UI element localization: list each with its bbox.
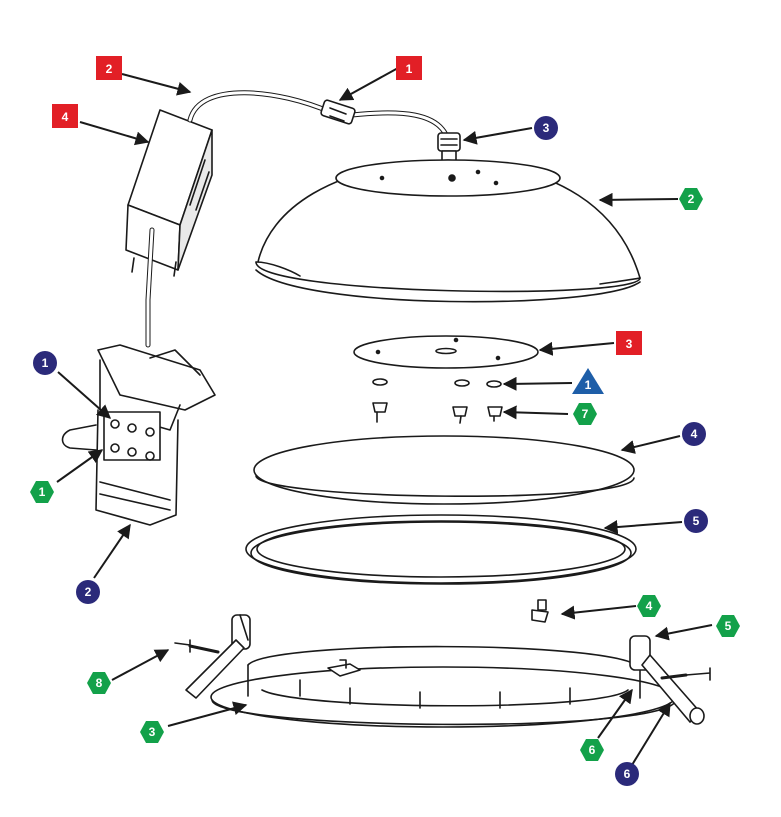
- callout-red-4: 4: [52, 104, 78, 128]
- callout-green-7: 7: [573, 403, 597, 425]
- callout-green-6: 6: [580, 739, 604, 761]
- dome-housing: [255, 159, 641, 303]
- callout-blue-4: 4: [682, 422, 706, 446]
- led-driver-box: [125, 109, 213, 277]
- red-callouts: 1 2 3 4: [52, 56, 642, 355]
- callout-green-2-label: 2: [688, 192, 695, 206]
- gasket-ring: [245, 514, 637, 585]
- diffuser-lens: [253, 435, 635, 505]
- callout-blue-1-label: 1: [42, 356, 49, 370]
- callout-triangle-1: 1: [572, 368, 604, 394]
- callout-green-6-label: 6: [589, 743, 596, 757]
- callout-green-1: 1: [30, 481, 54, 503]
- callout-green-8-label: 8: [96, 676, 103, 690]
- callout-blue-5-label: 5: [693, 514, 700, 528]
- callout-red-1-label: 1: [406, 62, 413, 76]
- callout-red-4-label: 4: [62, 110, 69, 124]
- callout-blue-1: 1: [33, 351, 57, 375]
- callout-triangle-1-label: 1: [585, 378, 592, 392]
- plate-screws: [372, 402, 503, 424]
- terminal-block: [61, 344, 216, 526]
- spring-clip-right: [629, 635, 705, 725]
- callout-green-1-label: 1: [39, 485, 46, 499]
- callout-green-7-label: 7: [582, 407, 589, 421]
- callout-blue-3: 3: [534, 116, 558, 140]
- callout-green-3: 3: [140, 721, 164, 743]
- side-screw-left: [174, 639, 220, 654]
- mounting-plate: [353, 335, 539, 369]
- callout-blue-2-label: 2: [85, 585, 92, 599]
- callout-red-3-label: 3: [626, 337, 633, 351]
- callout-blue-6: 6: [615, 762, 639, 786]
- cable-connector: [320, 99, 356, 125]
- callout-red-2-label: 2: [106, 62, 113, 76]
- callout-green-3-label: 3: [149, 725, 156, 739]
- leader-arrows: [56, 67, 713, 766]
- callout-blue-5: 5: [684, 509, 708, 533]
- bezel-frame: [210, 645, 677, 728]
- triangle-callouts: 1: [572, 368, 604, 394]
- bezel-nut: [531, 599, 549, 623]
- power-cable: [145, 90, 451, 348]
- callout-green-2: 2: [679, 188, 703, 210]
- nuts: [372, 378, 502, 388]
- callout-red-3: 3: [616, 331, 642, 355]
- callout-red-2: 2: [96, 56, 122, 80]
- side-screw-right: [660, 667, 711, 681]
- callout-blue-2: 2: [76, 580, 100, 604]
- callout-blue-4-label: 4: [691, 427, 698, 441]
- callout-blue-3-label: 3: [543, 121, 550, 135]
- callout-green-5-label: 5: [725, 619, 732, 633]
- blue-callouts: 1 2 3 4 5 6: [33, 116, 708, 786]
- callout-green-8: 8: [87, 672, 111, 694]
- callout-green-4: 4: [637, 595, 661, 617]
- callout-red-1: 1: [396, 56, 422, 80]
- callout-green-4-label: 4: [646, 599, 653, 613]
- callout-blue-6-label: 6: [624, 767, 631, 781]
- spring-clip-left: [185, 614, 251, 699]
- callout-green-5: 5: [716, 615, 740, 637]
- green-callouts: 1 2 3 4 5 6 7 8: [30, 188, 740, 761]
